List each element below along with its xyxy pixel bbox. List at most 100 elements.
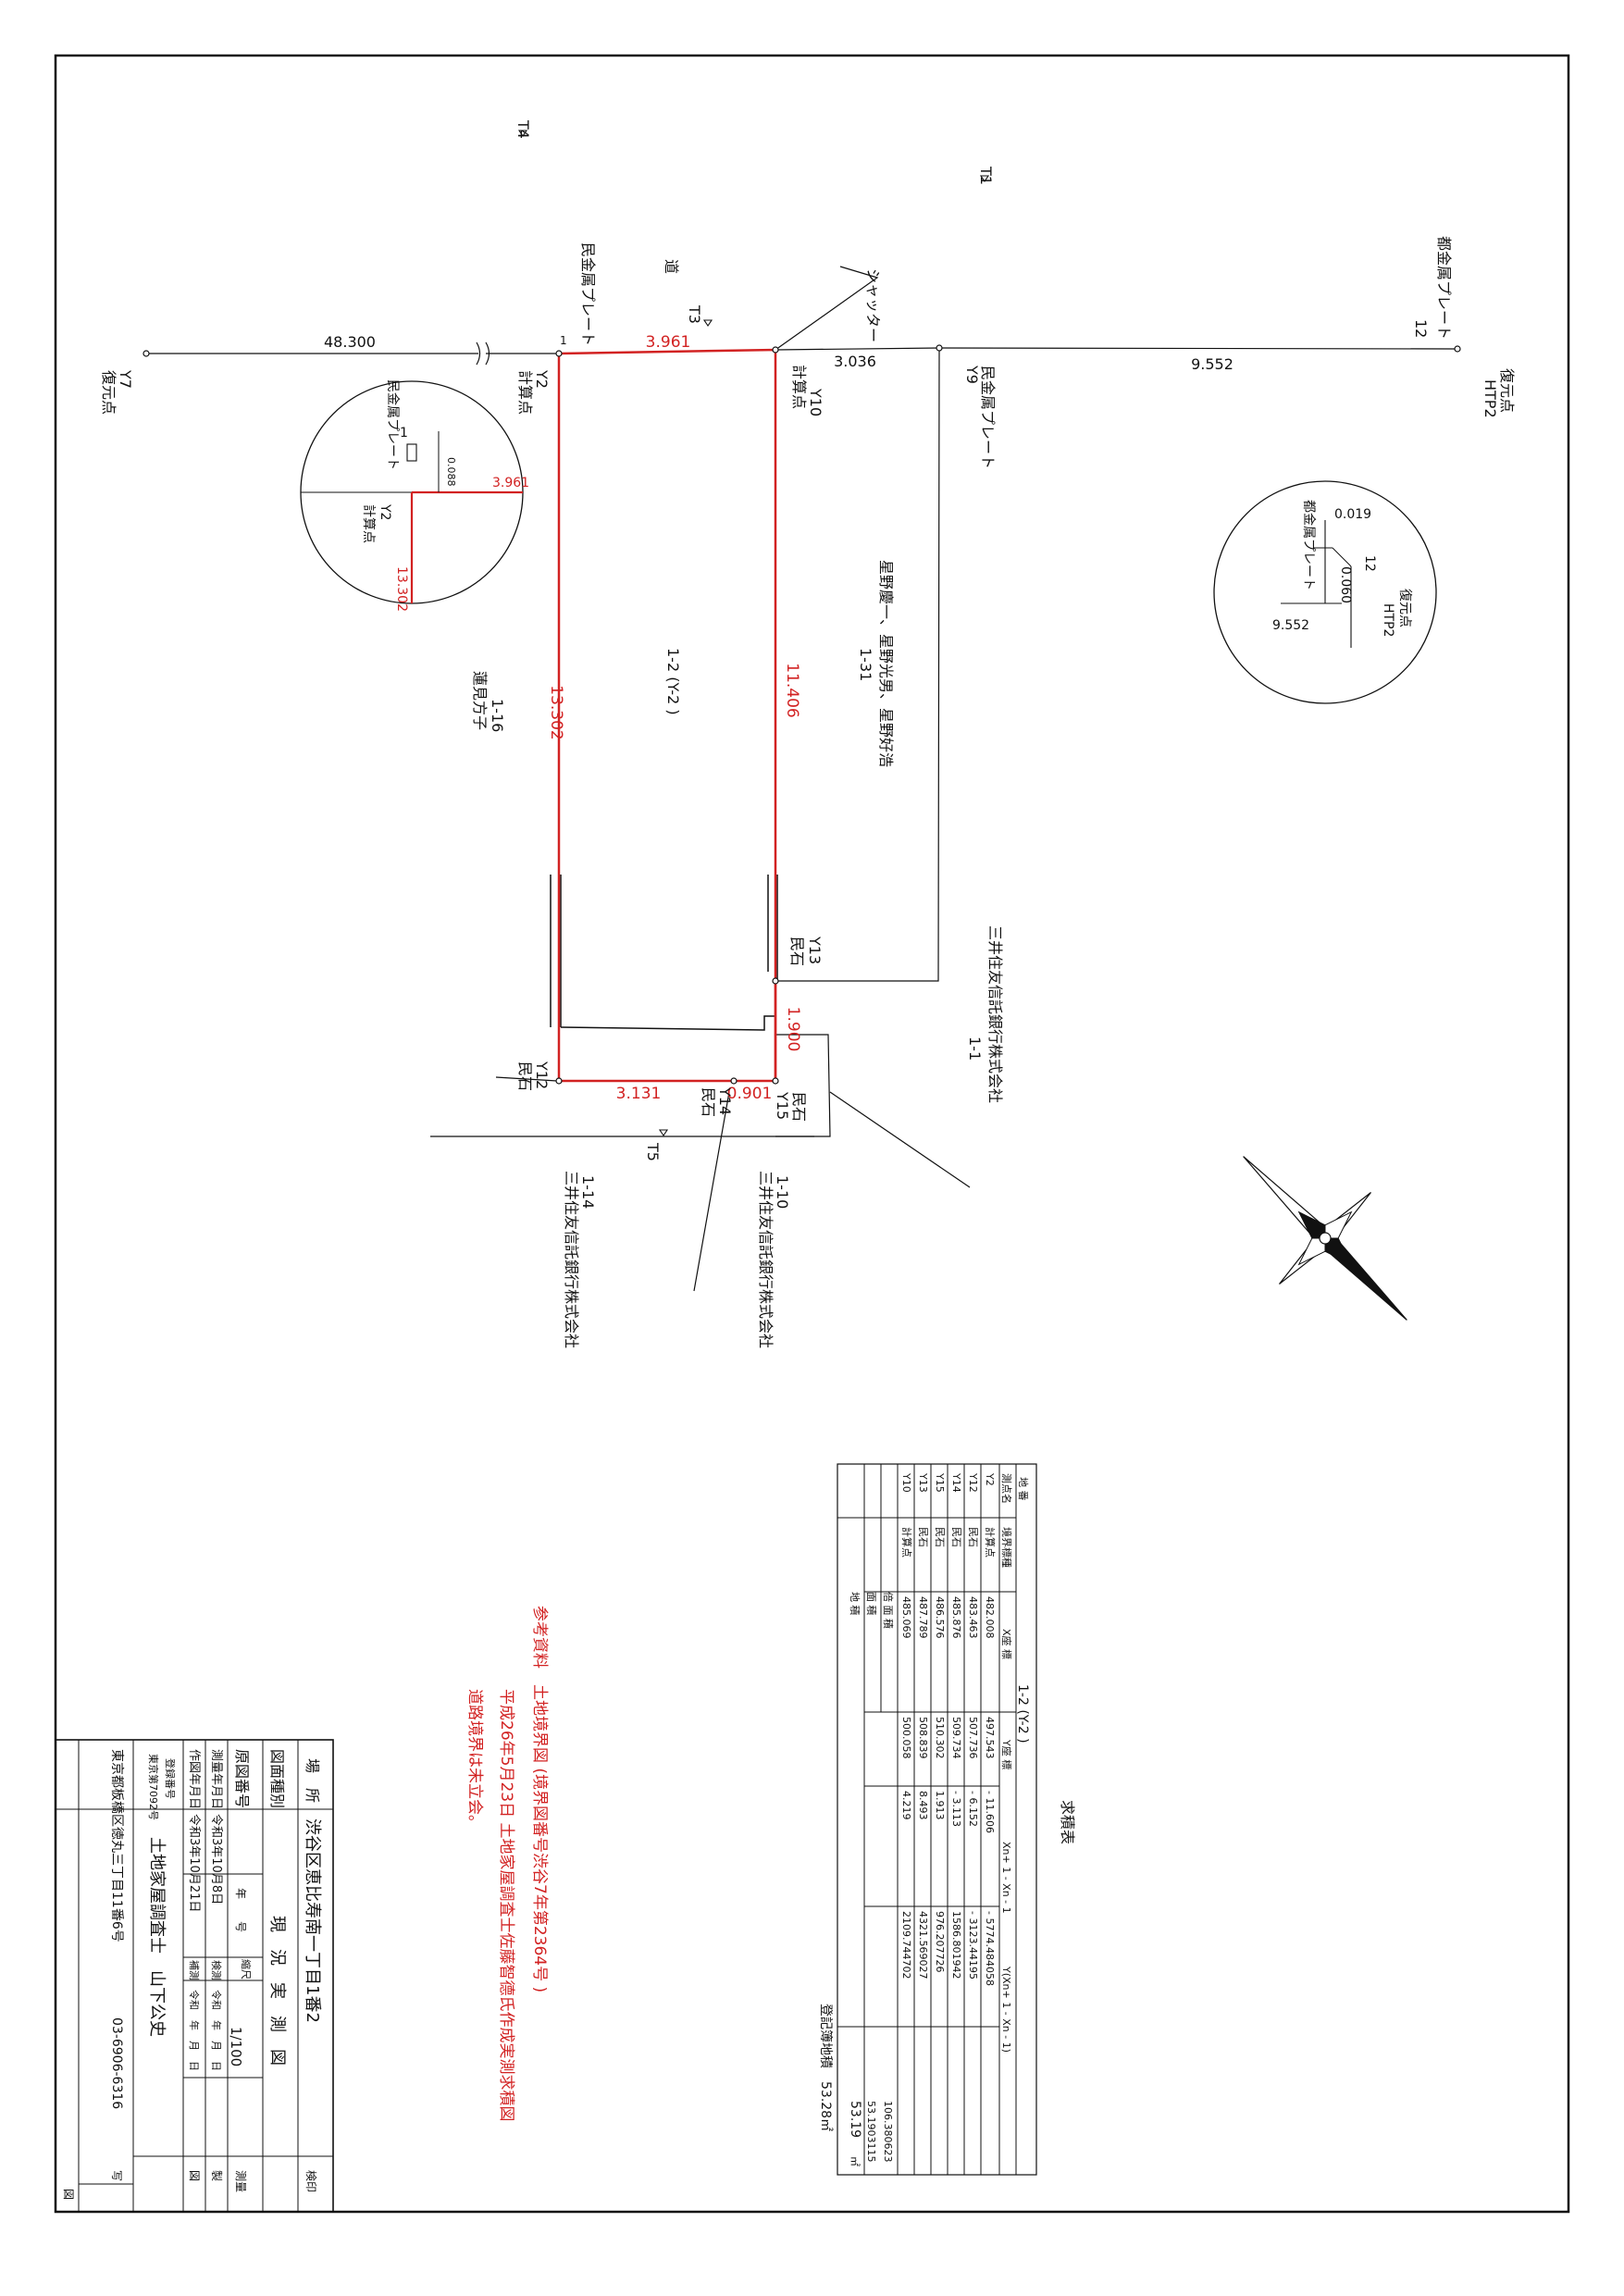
point-y15-kind: 民石 — [790, 1092, 808, 1122]
dim-south-short: 0.901 — [727, 1085, 773, 1103]
check-label: 検測 — [210, 1960, 223, 1980]
detail-left-d1: 0.088 — [445, 457, 457, 487]
area-table-parcel: 1-2 (Y-2 ) — [1015, 1684, 1030, 1744]
check-date: 令和 年 月 日 — [210, 1990, 223, 2071]
table-cell: 508.839 — [917, 1717, 929, 1759]
table-cell: Y2 — [984, 1472, 996, 1486]
land-area-label: 地 積 — [849, 1592, 862, 1616]
detail-right-point: HTP2 — [1381, 603, 1395, 637]
point-y14-marker — [730, 1077, 738, 1085]
table-cell: 2109.744702 — [900, 1911, 912, 1979]
table-cell: 民石 — [967, 1527, 979, 1547]
table-cell: 976.207726 — [934, 1911, 946, 1972]
type-label: 図面種別 — [268, 1749, 286, 1808]
area-table-title: 求積表 — [1059, 1800, 1076, 1844]
col-marker: 境界標種 — [1000, 1527, 1013, 1568]
point-t4-label: T4 — [514, 119, 532, 139]
dim-road-mid: 3.036 — [834, 353, 876, 370]
place-value: 渋谷区恵比寿南一丁目1番2 — [303, 1818, 322, 2023]
area-table: 求積表 地 番 1-2 (Y-2 ) 測点名 境界標種 X座 標 Y座 標 Xn… — [818, 1463, 1076, 2176]
neighbour-11-number: 1-1 — [966, 1036, 984, 1061]
point-y14-label: Y14 — [716, 1086, 734, 1115]
table-cell: Y15 — [934, 1472, 946, 1493]
table-cell: 4321.569027 — [917, 1911, 929, 1979]
point-y9-marker — [936, 344, 943, 352]
point-htp2-label: HTP2 — [1481, 379, 1499, 418]
point-y10-marker — [772, 346, 779, 354]
point-y2-marker — [555, 350, 563, 357]
office-phone: 03-6906-6316 — [109, 2017, 124, 2109]
detail-left-d3: 13.302 — [394, 566, 409, 612]
point-y13-kind: 民石 — [788, 937, 806, 966]
table-cell: 計算点 — [984, 1527, 997, 1558]
table-cell: - 5774.484058 — [984, 1911, 996, 1986]
dim-road-right: 9.552 — [1191, 355, 1233, 373]
detail-right-d3: 9.552 — [1272, 618, 1309, 633]
land-area-unit: ㎡ — [849, 2156, 861, 2166]
table-cell: - 11.606 — [984, 1791, 996, 1833]
detail-left-point: Y2 — [378, 503, 392, 520]
point-y14-kind: 民石 — [700, 1087, 717, 1117]
reference-line-2: 平成26年5月23日 土地家屋調査士佐藤智德氏作成実測求積図 — [497, 1689, 515, 2121]
col-point: 測点名 — [1000, 1473, 1013, 1504]
sheet-frame — [54, 54, 1570, 2214]
point-twelve-label: 12 — [1412, 319, 1430, 338]
survey-date-label: 測量年月日 — [209, 1749, 223, 1809]
detail-left-d2: 3.961 — [492, 476, 529, 490]
land-area-value: 53.19 — [848, 2101, 862, 2138]
point-y9-label: Y9 — [963, 365, 981, 384]
point-y15-label: Y15 — [774, 1091, 791, 1120]
reference-note: 参考資料 土地境界図 (境界図番号渋谷7年第2364号 ) 平成26年5月23日… — [465, 1606, 549, 2121]
office-address: 東京都板橋区徳丸三丁目11番6号 — [109, 1749, 124, 1942]
point-htp2-marker — [1454, 345, 1461, 353]
shutter-label: シャッター — [864, 268, 882, 342]
neighbour-131-owner: 星野慶一、星野光男、星野好浩 — [877, 560, 895, 767]
table-cell: 487.789 — [917, 1596, 929, 1639]
table-cell: Y13 — [917, 1472, 929, 1493]
survey-label: 測量 — [234, 2170, 247, 2192]
table-cell: 計算点 — [900, 1527, 913, 1558]
point-y13-marker — [772, 977, 779, 985]
col-diff: Xn+ 1 - Xn - 1 — [1000, 1842, 1012, 1914]
survey-date: 令和3年10月8日 — [209, 1814, 223, 1905]
point-htp2-kind: 復元点 — [1498, 368, 1516, 413]
neighbour-114-owner: 三井住友信託銀行株式会社 — [563, 1171, 580, 1348]
col-y: Y座 標 — [1000, 1739, 1013, 1769]
detail-left-one: 1 — [400, 426, 408, 441]
table-cell: - 3.113 — [950, 1791, 962, 1827]
parcel-label: 1-2 (Y-2 ) — [664, 648, 682, 715]
table-cell: 4.219 — [900, 1791, 912, 1820]
detail-right-plate: 都金属プレート — [1301, 500, 1316, 590]
point-y7-label: Y7 — [117, 369, 134, 389]
area-table-parcel-header: 地 番 — [1017, 1477, 1029, 1501]
traverse-t4-icon — [517, 130, 528, 137]
y2-plate-label: 民金属プレート — [579, 242, 597, 346]
fix-label: 補測 — [188, 1960, 201, 1980]
original-value: 年 号 — [234, 1888, 247, 1932]
table-cell: 510.302 — [934, 1717, 946, 1759]
table-cell: - 6.152 — [967, 1791, 979, 1827]
double-area-label: 倍 面 積 — [882, 1592, 895, 1629]
table-cell: 485.876 — [950, 1596, 962, 1639]
table-cell: 民石 — [917, 1527, 929, 1547]
title-block: 場 所 渋谷区恵比寿南一丁目1番2 検印 図面種別 現 況 実 測 図 原図番号… — [55, 1739, 334, 2213]
point-one-label: 1 — [560, 334, 567, 347]
point-y13-label: Y13 — [806, 936, 824, 964]
table-cell: 民石 — [934, 1527, 946, 1547]
fig2-label: 図 — [62, 2189, 75, 2200]
traverse-t5-icon — [658, 1129, 669, 1136]
detail-right-kind: 復元点 — [1397, 589, 1413, 627]
point-y12-kind: 民石 — [516, 1061, 534, 1091]
point-t1-label: T1 — [977, 166, 995, 185]
table-cell: Y14 — [950, 1472, 962, 1493]
table-cell: 509.734 — [950, 1717, 962, 1759]
fig-label: 図 — [188, 2170, 201, 2181]
detail-y2: 1 民金属プレート 0.088 Y2 計算点 3.961 13.302 — [300, 379, 529, 612]
point-y7-kind: 復元点 — [100, 370, 118, 415]
table-cell: 8.493 — [917, 1791, 929, 1820]
dim-west: 13.302 — [547, 685, 565, 739]
col-product: Y(Xn+ 1 - Xn - 1) — [1000, 1966, 1012, 2053]
neighbour-116-owner: 蓮見方子 — [471, 671, 489, 730]
double-area-value: 106.380623 — [882, 2101, 894, 2162]
